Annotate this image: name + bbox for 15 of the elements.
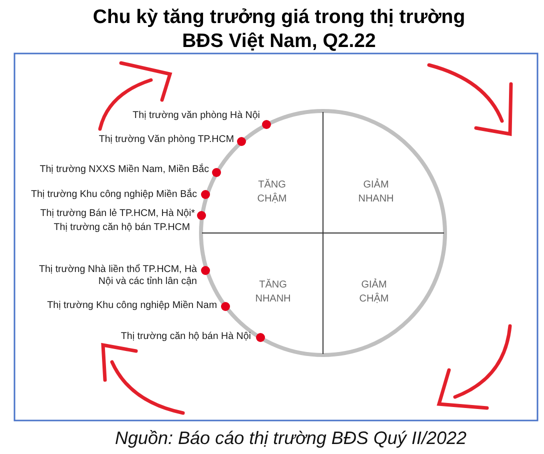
market-label: Thị trường căn hộ bán Hà Nội [120, 330, 251, 344]
quadrant-label: TĂNG CHẬM [257, 178, 287, 206]
source-note: Nguồn: Báo cáo thị trường BĐS Quý II/2022 [115, 428, 466, 449]
market-label: Thị trường Khu công nghiệp Miền Bắc [30, 188, 197, 202]
market-label: Thị trường Khu công nghiệp Miền Nam [47, 300, 217, 312]
quadrant-label: TĂNG NHANH [255, 278, 291, 306]
market-label: Thị trường Văn phòng TP.HCM [98, 134, 234, 146]
market-label: Thị trường văn phòng Hà Nội [132, 110, 260, 122]
chart-title: Chu kỳ tăng trưởng giá trong thị trường BĐS Việt Nam, Q2.22 [92, 5, 466, 53]
quadrant-label: GIẢM CHẬM [359, 278, 389, 306]
market-label: Thị trường Nhà liền thổ TP.HCM, Hà Nội và các tỉnh lân cận [38, 264, 197, 289]
market-label: Thị trường NXXS Miền Nam, Miền Bắc [40, 164, 209, 176]
market-label: Thị trường Bán lẻ TP.HCM, Hà Nội* [40, 208, 195, 221]
market-label: Thị trường căn hộ bán TP.HCM [54, 222, 190, 234]
quadrant-label: GIẢM NHANH [358, 178, 394, 206]
